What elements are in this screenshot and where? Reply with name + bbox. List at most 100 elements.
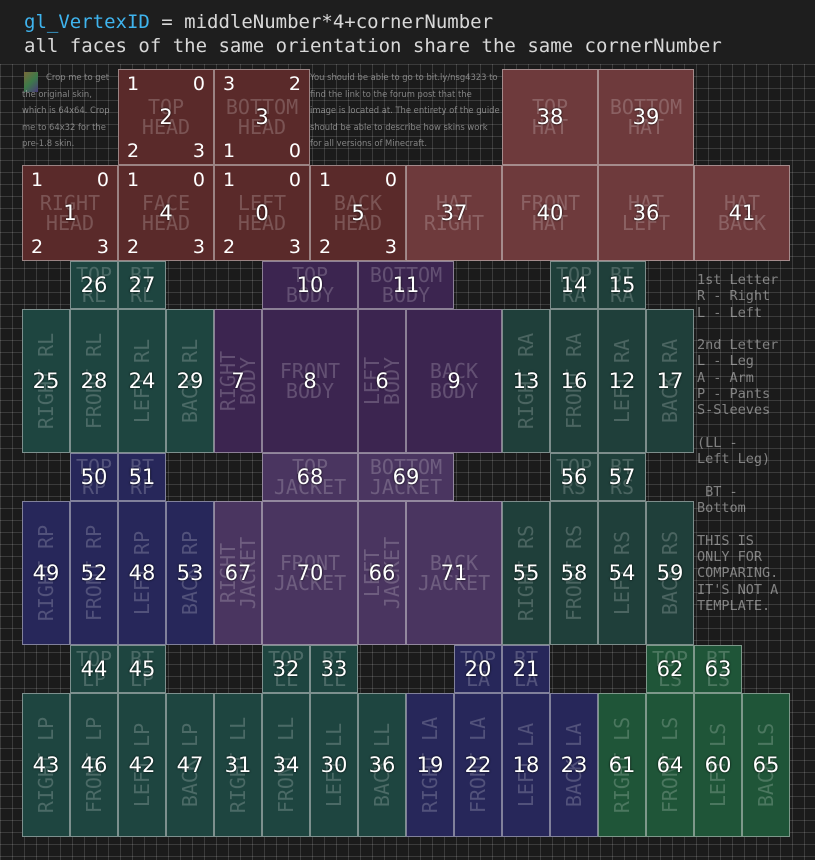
face-label: TOP JACKET (273, 455, 347, 499)
middle-number: 70 (296, 561, 324, 585)
face-label: LEFT HEAD (237, 191, 287, 235)
formula-line: gl_VertexID = middleNumber*4+cornerNumbe… (24, 11, 493, 33)
face-label: TOP LS (651, 647, 689, 691)
middle-number: 53 (176, 561, 204, 585)
middle-number: 60 (704, 753, 732, 777)
face-label: FRONT BODY (279, 359, 341, 403)
face-label: BT RP (129, 455, 155, 499)
middle-number: 31 (224, 753, 252, 777)
middle-number: 13 (512, 369, 540, 393)
middle-number: 12 (608, 369, 636, 393)
corner-number: 3 (384, 236, 397, 258)
middle-number: 29 (176, 369, 204, 393)
middle-number: 52 (80, 561, 108, 585)
middle-number: 10 (296, 273, 324, 297)
face-label: TOP HAT (531, 95, 569, 139)
corner-number: 1 (223, 140, 236, 162)
middle-number: 65 (752, 753, 780, 777)
middle-number: 24 (128, 369, 156, 393)
face-label: BT LL (321, 647, 347, 691)
middle-number: 7 (231, 369, 245, 393)
middle-number: 57 (608, 465, 636, 489)
middle-number: 18 (512, 753, 540, 777)
face-label: FACE HEAD (141, 191, 191, 235)
corner-number: 2 (31, 236, 44, 258)
corner-number: 2 (127, 236, 140, 258)
corner-number: 1 (127, 73, 140, 95)
middle-number: 37 (440, 201, 468, 225)
middle-number: 49 (32, 561, 60, 585)
corner-number: 1 (31, 169, 44, 191)
middle-number: 25 (32, 369, 60, 393)
middle-number: 69 (392, 465, 420, 489)
middle-number: 64 (656, 753, 684, 777)
face-label: TOP RL (75, 263, 113, 307)
face-label: TOP LA (459, 647, 497, 691)
face-label: BT LA (513, 647, 539, 691)
corner-number: 0 (192, 169, 205, 191)
face-label: FRONT JACKET (273, 551, 347, 595)
face-label: HAT BACK (717, 191, 767, 235)
corner-number: 0 (96, 169, 109, 191)
corner-number: 2 (288, 73, 301, 95)
middle-number: 68 (296, 465, 324, 489)
middle-number: 43 (32, 753, 60, 777)
header: gl_VertexID = middleNumber*4+cornerNumbe… (0, 0, 815, 64)
face-label: BT RA (609, 263, 635, 307)
middle-number: 67 (224, 561, 252, 585)
face-label: TOP LP (75, 647, 113, 691)
formula-text: = middleNumber*4+cornerNumber (149, 11, 494, 33)
middle-number: 40 (536, 201, 564, 225)
middle-number: 21 (512, 657, 540, 681)
middle-number: 17 (656, 369, 684, 393)
face-label: BOTTOM BODY (369, 263, 443, 307)
middle-number: 38 (536, 105, 564, 129)
corner-number: 2 (127, 140, 140, 162)
corner-number: 1 (127, 169, 140, 191)
face-label: TOP RS (555, 455, 593, 499)
middle-number: 36 (368, 753, 396, 777)
corner-number: 0 (288, 169, 301, 191)
corner-number: 2 (223, 236, 236, 258)
middle-number: 19 (416, 753, 444, 777)
middle-number: 3 (255, 105, 269, 129)
face-label: BACK HEAD (333, 191, 383, 235)
middle-number: 33 (320, 657, 348, 681)
orientation-note: all faces of the same orientation share … (24, 35, 722, 57)
